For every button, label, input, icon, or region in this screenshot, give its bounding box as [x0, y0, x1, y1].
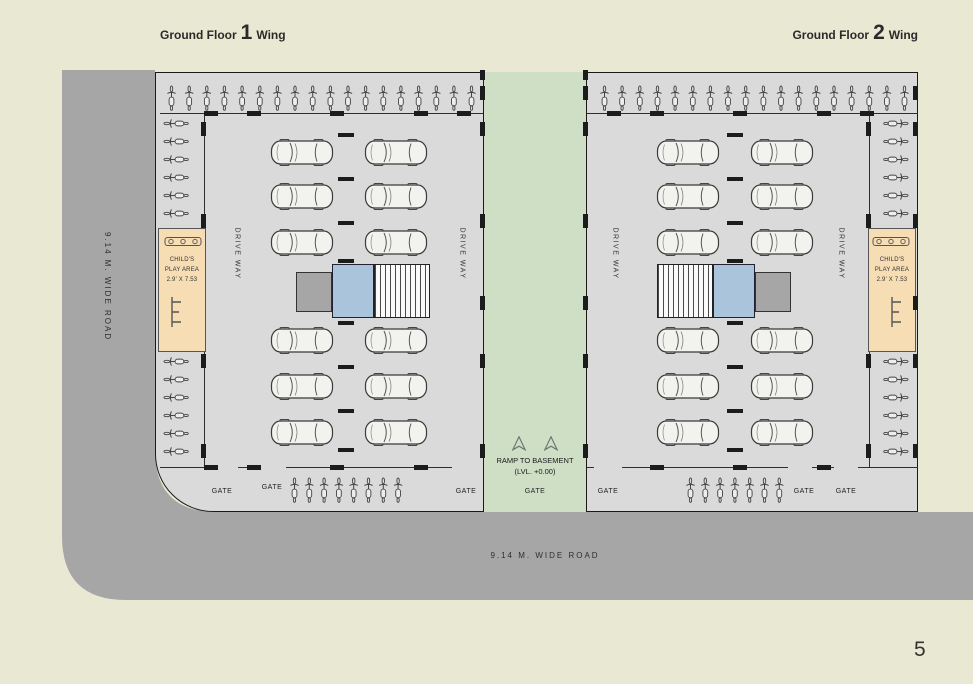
- ramp-label: RAMP TO BASEMENT (LVL. +0.00): [484, 455, 586, 478]
- road-label-bottom: 9.14 M. WIDE ROAD: [490, 551, 600, 560]
- play-area-wing1-label: CHILD'S PLAY AREA 2.9' X 7.53: [159, 255, 205, 286]
- title-wing2-suffix: Wing: [888, 28, 918, 42]
- play-area-wing2-label: CHILD'S PLAY AREA 2.9' X 7.53: [869, 255, 915, 286]
- title-wing1-suffix: Wing: [256, 28, 286, 42]
- title-wing2-prefix: Ground Floor: [792, 28, 870, 42]
- driveway-label-wing2-left: DRIVE WAY: [611, 227, 619, 280]
- lift-wing2: [713, 264, 755, 318]
- road-label-left: 9.14 M. WIDE ROAD: [103, 232, 112, 342]
- title-wing2-number: 2: [873, 21, 885, 44]
- lift-wing1: [332, 264, 374, 318]
- page-number: 5: [914, 638, 926, 661]
- ramp-label-line2: (LVL. +0.00): [514, 467, 556, 477]
- play-area-text-line2: PLAY AREA: [874, 267, 910, 274]
- driveway-label-wing2-right: DRIVE WAY: [837, 227, 845, 280]
- ramp-gate-label: GATE: [524, 488, 546, 495]
- play-area-wing1: CHILD'S PLAY AREA 2.9' X 7.53: [158, 228, 206, 352]
- ramp-to-basement: RAMP TO BASEMENT (LVL. +0.00) GATE: [483, 72, 587, 512]
- ramp-label-line1: RAMP TO BASEMENT: [496, 456, 574, 465]
- gate-label: GATE: [597, 488, 619, 495]
- duct-wing2: [755, 272, 791, 312]
- title-wing1-number: 1: [240, 21, 253, 44]
- play-area-text-line1: CHILD'S: [879, 257, 905, 263]
- duct-wing1: [296, 272, 332, 312]
- gate-label: GATE: [455, 488, 477, 495]
- title-wing1: Ground Floor 1 Wing: [160, 22, 286, 43]
- play-area-wing2: CHILD'S PLAY AREA 2.9' X 7.53: [868, 228, 916, 352]
- driveway-label-wing1-right: DRIVE WAY: [458, 227, 466, 280]
- play-area-text-line3: 2.9' X 7.53: [876, 277, 908, 284]
- driveway-label-wing1-left: DRIVE WAY: [233, 227, 241, 280]
- gate-label: GATE: [261, 484, 283, 491]
- title-wing2: Ground Floor 2 Wing: [792, 22, 918, 43]
- title-wing1-prefix: Ground Floor: [160, 28, 237, 42]
- gate-label: GATE: [211, 488, 233, 495]
- gate-label: GATE: [793, 488, 815, 495]
- play-area-text-line2: PLAY AREA: [164, 267, 200, 274]
- play-area-text-line3: 2.9' X 7.53: [166, 277, 198, 284]
- gate-label: GATE: [835, 488, 857, 495]
- staircase-wing2: [657, 264, 713, 318]
- staircase-wing1: [374, 264, 430, 318]
- play-area-text-line1: CHILD'S: [169, 257, 195, 263]
